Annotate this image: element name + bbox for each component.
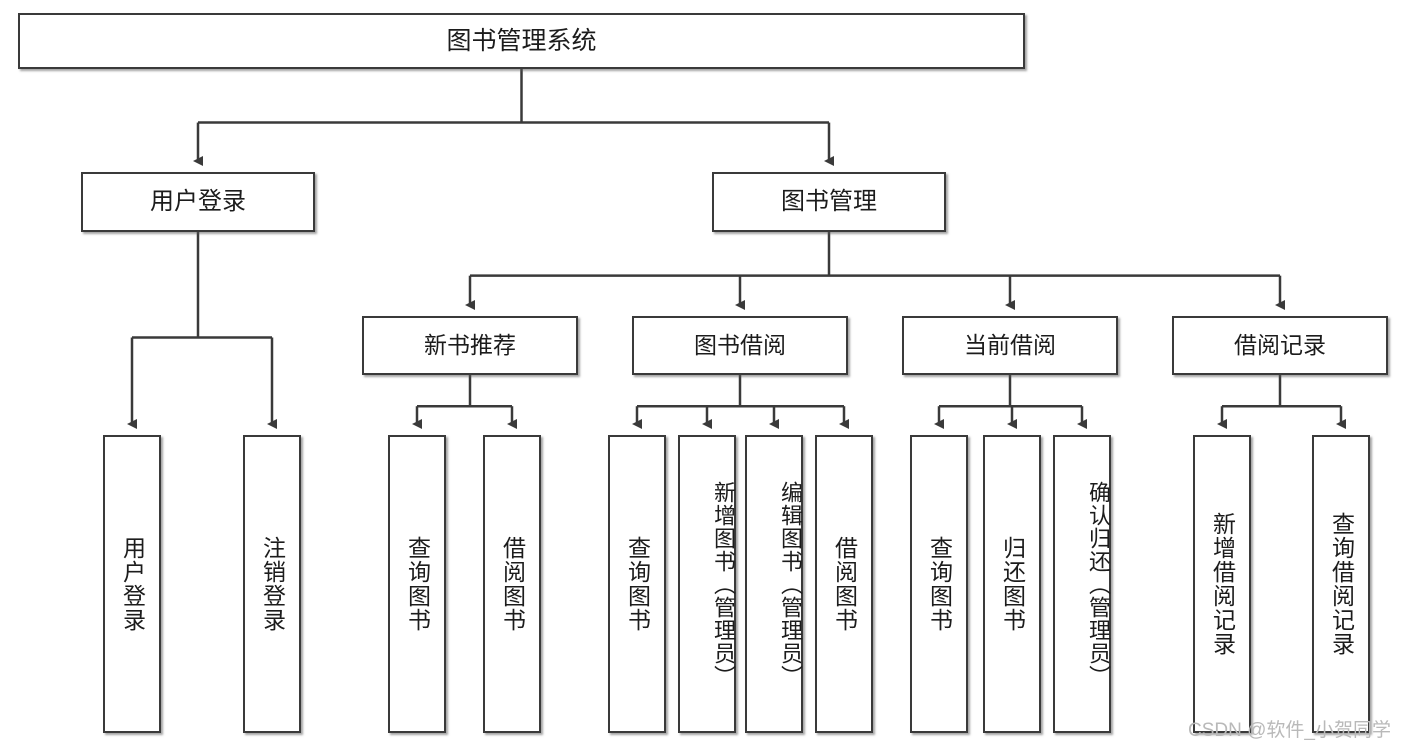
node-label: 新增借阅记录 xyxy=(1209,512,1236,656)
node-leaf-add-record[interactable]: 新增借阅记录 xyxy=(1193,435,1251,733)
node-root[interactable]: 图书管理系统 xyxy=(18,13,1025,69)
watermark-text: CSDN @软件_小贺同学 xyxy=(1188,720,1391,741)
node-leaf-query-book-1[interactable]: 查询图书 xyxy=(388,435,446,733)
node-label: 查询图书 xyxy=(404,536,431,632)
node-leaf-query-book-2[interactable]: 查询图书 xyxy=(608,435,666,733)
node-book-manage[interactable]: 图书管理 xyxy=(712,172,946,232)
node-label: 新增图书（管理员） xyxy=(711,480,736,688)
node-leaf-add-book[interactable]: 新增图书（管理员） xyxy=(678,435,736,733)
node-user-login[interactable]: 用户登录 xyxy=(81,172,315,232)
node-leaf-borrow-book-1[interactable]: 借阅图书 xyxy=(483,435,541,733)
node-label: 借阅图书 xyxy=(499,536,526,632)
node-label: 借阅记录 xyxy=(1234,332,1326,358)
node-label: 查询图书 xyxy=(624,536,651,632)
node-leaf-edit-book[interactable]: 编辑图书（管理员） xyxy=(745,435,803,733)
node-current-borrow[interactable]: 当前借阅 xyxy=(902,316,1118,375)
node-leaf-query-record[interactable]: 查询借阅记录 xyxy=(1312,435,1370,733)
node-label: 注销登录 xyxy=(259,536,286,632)
node-leaf-borrow-book-2[interactable]: 借阅图书 xyxy=(815,435,873,733)
node-label: 借阅图书 xyxy=(831,536,858,632)
node-label: 查询借阅记录 xyxy=(1328,512,1355,656)
node-label: 用户登录 xyxy=(119,536,146,632)
node-label: 用户登录 xyxy=(150,188,246,215)
node-label: 图书管理 xyxy=(781,188,877,215)
node-label: 图书管理系统 xyxy=(446,26,597,55)
node-book-borrow[interactable]: 图书借阅 xyxy=(632,316,848,375)
node-leaf-confirm-return[interactable]: 确认归还（管理员） xyxy=(1053,435,1111,733)
node-label: 新书推荐 xyxy=(424,332,516,358)
node-leaf-user-login[interactable]: 用户登录 xyxy=(103,435,161,733)
node-label: 图书借阅 xyxy=(694,332,786,358)
node-leaf-logout[interactable]: 注销登录 xyxy=(243,435,301,733)
node-label: 当前借阅 xyxy=(964,332,1056,358)
node-leaf-query-book-3[interactable]: 查询图书 xyxy=(910,435,968,733)
node-label: 编辑图书（管理员） xyxy=(778,480,803,688)
node-new-book-rec[interactable]: 新书推荐 xyxy=(362,316,578,375)
node-label: 确认归还（管理员） xyxy=(1086,480,1111,688)
node-leaf-return-book[interactable]: 归还图书 xyxy=(983,435,1041,733)
node-label: 查询图书 xyxy=(926,536,953,632)
node-borrow-record[interactable]: 借阅记录 xyxy=(1172,316,1388,375)
node-label: 归还图书 xyxy=(999,536,1026,632)
